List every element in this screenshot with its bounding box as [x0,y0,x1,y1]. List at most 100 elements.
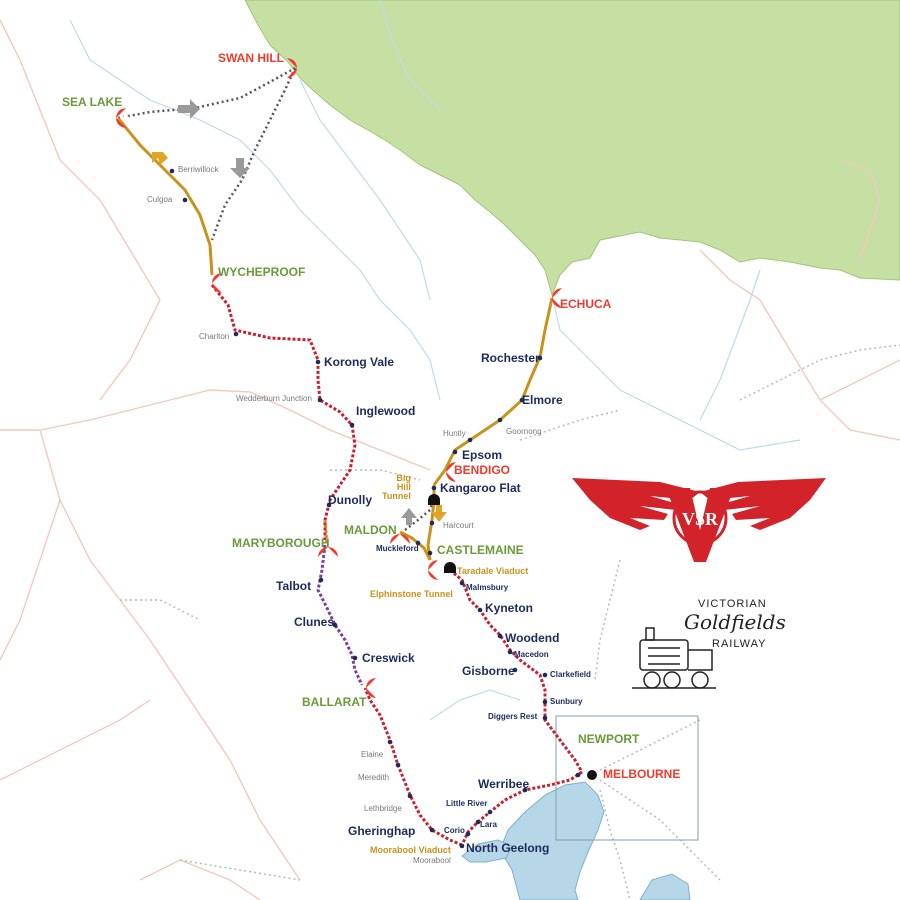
station-dunolly [326,502,332,508]
label-korong-vale: Korong Vale [324,355,395,369]
label-maryborough: MARYBOROUGH [232,536,330,550]
station-kangaroo-flat [431,485,437,491]
station-rochester [537,355,543,361]
pin-sea-lake-icon [116,108,129,128]
label-wedderburn-junction: Wedderburn Junction [236,394,312,403]
pin-bendigo-icon [446,462,459,482]
label-melbourne: MELBOURNE [603,767,681,781]
corio-bay [461,839,513,863]
pin-echuca-icon [552,288,565,308]
label-berriwillock: Berriwillock [178,165,219,174]
station-epsom [452,449,458,455]
grey-route [117,66,436,531]
orange-route [323,519,329,546]
station-corio [465,831,471,837]
arrow-up-left-icon [152,152,168,165]
station-clunes [332,622,338,628]
label-muckleford: Muckleford [376,544,419,553]
label-inglewood: Inglewood [356,404,416,418]
label-moorabool: Moorabool [413,856,451,865]
station-inglewood [349,422,355,428]
label-meredith: Meredith [358,773,390,782]
label-clarkefield: Clarkefield [550,670,591,679]
station-charlton [233,331,239,337]
direction-arrows [152,99,447,525]
station-kyneton [477,607,483,613]
label-elmore: Elmore [522,393,563,407]
label-bendigo: BENDIGO [454,463,511,477]
purple-route [316,544,364,686]
label-lethbridge: Lethbridge [364,804,402,813]
label-sunbury: Sunbury [550,697,583,706]
pin-maryborough-icon [318,547,338,560]
label-epsom: Epsom [462,448,503,462]
station-culgoa [182,197,188,203]
label-echuca: ECHUCA [560,297,612,311]
label-north-geelong: North Geelong [466,841,550,855]
station-diggers-rest [542,715,548,721]
label-rochester: Rochester [481,351,540,365]
nsw-region [244,0,900,297]
label-kangaroo-flat: Kangaroo Flat [440,481,521,495]
label-ballarat: BALLARAT [302,695,367,709]
logo-line-victorian: VICTORIAN [698,598,767,610]
label-wycheproof: WYCHEPROOF [218,265,306,279]
label-clunes: Clunes [294,615,335,629]
label-elphinstone-tunnel: Elphinstone Tunnel [370,589,453,599]
station-creswick [352,655,358,661]
label-talbot: Talbot [276,579,312,593]
station-clarkefield [542,672,548,678]
label-little-river: Little River [446,799,488,808]
emblem-monogram: VSR [682,509,719,529]
station-werribee [522,787,528,793]
label-malmsbury: Malmsbury [466,583,509,592]
label-taradale-viaduct: Taradale Viaduct [457,566,529,576]
tunnel-big-hill-icon [428,494,440,505]
label-corio: Corio [444,826,465,835]
logo-line-railway: RAILWAY [712,638,767,650]
label-diggers-rest: Diggers Rest [488,712,538,721]
pin-ballarat-icon [366,678,379,698]
station-castlemaine [427,550,433,556]
arrow-down-icon [230,158,250,178]
tunnel-icons [428,494,456,573]
station-north-geelong [459,843,465,849]
station-muckleford [415,540,421,546]
label-elaine: Elaine [361,750,384,759]
label-macedon: Macedon [514,650,549,659]
port-phillip-bay [499,781,605,900]
rivers [69,0,801,721]
station-goornong [497,417,503,423]
other-rail-lines [120,344,900,900]
station-meredith [395,762,401,768]
label-gheringhap: Gheringhap [348,824,416,838]
label-maldon: MALDON [344,523,397,537]
label-gisborne: Gisborne [462,664,515,678]
station-harcourt [429,520,435,526]
label-big-hill-tunnel: Big Hill Tunnel [382,473,411,501]
station-dots [169,168,597,849]
emblem-ring [672,490,728,546]
label-newport: NEWPORT [578,732,640,746]
pin-castlemaine-icon [428,560,441,580]
melbourne-inset-frame [555,715,699,841]
station-huntly [467,437,473,443]
station-berriwillock [169,168,175,174]
label-kyneton: Kyneton [485,601,533,615]
label-moorabool-viaduct: Moorabool Viaduct [370,845,451,855]
label-lara: Lara [480,820,497,829]
vsr-emblem: VSR [572,478,826,562]
pin-swan-hill-icon [284,58,297,78]
station-wedderburn [317,397,323,403]
label-creswick: Creswick [362,651,415,665]
station-macedon [507,649,513,655]
station-sunbury [542,699,548,705]
station-woodend [497,633,503,639]
station-elaine [387,739,393,745]
label-swan-hill: SWAN HILL [218,51,284,65]
label-woodend: Woodend [505,631,560,645]
station-elmore [519,397,525,403]
pin-wycheproof-icon [212,273,225,293]
